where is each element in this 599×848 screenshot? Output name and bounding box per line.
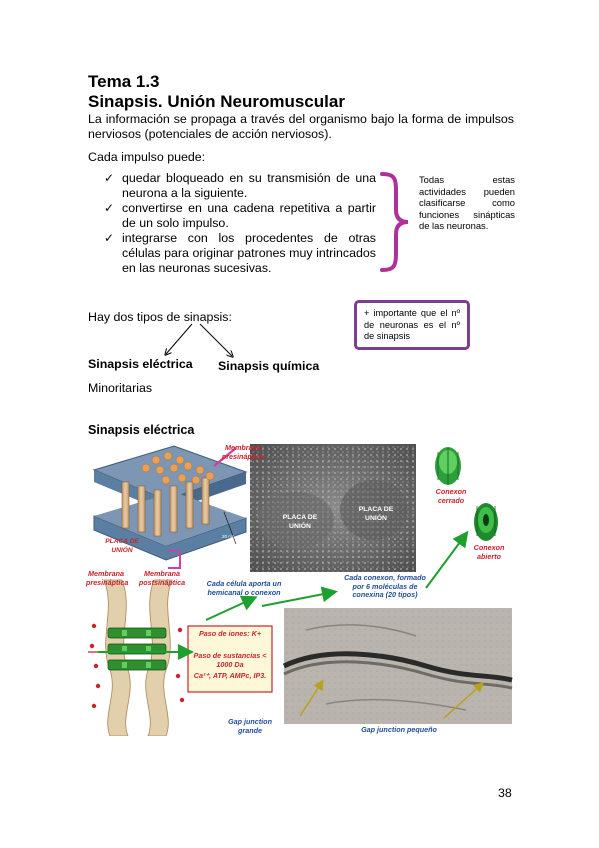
magenta-arrow-1 [213, 447, 237, 467]
scale-label-2: 20 nm [222, 534, 235, 539]
membrana-postsinaptica-label: Membrana postsináptica [138, 569, 186, 587]
list-item: ✓ integrarse con los procedentes de otra… [104, 231, 376, 275]
tipo-quimica: Sinapsis química [218, 359, 320, 373]
conexon-abierto-label: Conexon abierto [473, 543, 505, 561]
placa-union-micro-label-2: PLACA DE UNIÓN [358, 506, 394, 522]
note-box: + importante que el nº de neuronas es el… [354, 300, 470, 350]
connexon-open-icon [474, 503, 498, 541]
magenta-arrow-2 [168, 552, 181, 569]
cada-impulso-label: Cada impulso puede: [88, 150, 206, 164]
title-line-2: Sinapsis. Unión Neuromuscular [88, 92, 345, 111]
tipos-label: Hay dos tipos de sinapsis: [88, 310, 232, 324]
list-item: ✓ quedar bloqueado en su transmisión de … [104, 171, 376, 200]
figure-illustration: 0.5 nm 20 nm [88, 444, 513, 736]
paso-iones-label: Paso de iones: K+ [198, 629, 262, 638]
paso-sustancias-label: Paso de sustancias < 1000 Da [193, 651, 267, 669]
check-icon: ✓ [104, 171, 115, 185]
page-title: Tema 1.3 Sinapsis. Unión Neuromuscular [88, 72, 345, 112]
side-note: Todas estas actividades pueden clasifica… [419, 174, 515, 231]
check-icon: ✓ [104, 231, 115, 245]
scale-label-1: 0.5 nm [226, 508, 240, 513]
sustancias-lista-label: Ca²⁺, ATP, AMPc, IP3. [193, 671, 267, 680]
freeze-fracture-micrograph [250, 444, 416, 572]
membrana-presinaptica-label: Membrana presináptica [86, 569, 129, 587]
electrical-synapse-figure: 0.5 nm 20 nm [86, 440, 514, 736]
gap-pequeno-label: Gap junction pequeño [361, 725, 437, 734]
section-title: Sinapsis eléctrica [88, 423, 195, 437]
conexon-formado-label: Cada conexon, formado por 6 moléculas de… [344, 573, 426, 600]
tem-micrograph [282, 608, 513, 724]
note-box-text: + importante que el nº de neuronas es el… [364, 308, 460, 341]
membrane-model: 0.5 nm 20 nm [92, 445, 248, 561]
list-item: ✓ convertirse en una cadena repetitiva a… [104, 201, 376, 230]
curly-brace-icon [380, 172, 409, 272]
impulse-checklist: ✓ quedar bloqueado en su transmisión de … [104, 171, 376, 276]
arrow-gap-small [443, 681, 485, 719]
gap-grande-label: Gap junction grande [228, 717, 272, 735]
placa-union-micro-label-1: PLACA DE UNIÓN [282, 514, 318, 530]
connexon-closed-icon [435, 447, 461, 485]
tipo-electrica: Sinapsis eléctrica [88, 357, 193, 371]
arrow-to-conexon [261, 586, 338, 607]
arrow-gap-large [299, 679, 324, 717]
arrow-to-hemicanal [205, 595, 258, 621]
membrane-pair-diagram [88, 579, 187, 736]
check-icon: ✓ [104, 201, 115, 215]
intro-paragraph: La información se propaga a través del o… [88, 112, 514, 141]
membrana-presinaptica-top-label: Membrana presináptica [221, 443, 265, 461]
arrow-to-connexon-open [425, 530, 469, 589]
conexon-cerrado-label: Conexon cerrado [435, 487, 467, 505]
placa-union-label: PLACA DE UNIÓN [105, 538, 139, 554]
page-number: 38 [498, 786, 512, 800]
title-line-1: Tema 1.3 [88, 72, 160, 91]
hemicanal-label: Cada célula aporta un hemicanal o conexo… [206, 579, 282, 597]
branch-arrows [160, 323, 250, 362]
minoritarias-label: Minoritarias [88, 381, 153, 395]
